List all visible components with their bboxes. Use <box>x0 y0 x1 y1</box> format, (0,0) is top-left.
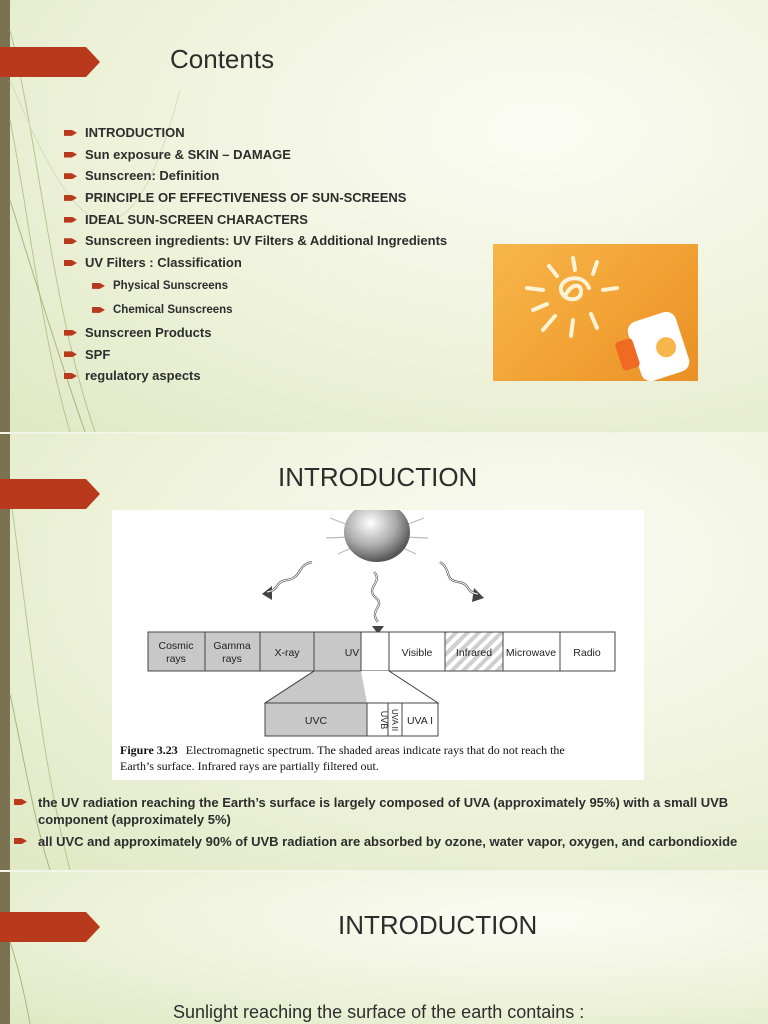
arrow-bullet-icon <box>64 129 77 136</box>
uv-sub-uvc: UVC <box>305 715 328 727</box>
figure-caption-label: Figure 3.23 <box>120 743 178 757</box>
decorative-curves <box>9 29 181 432</box>
slide-left-bar <box>0 872 10 1024</box>
intro-bullets: the UV radiation reaching the Earth’s su… <box>14 794 754 855</box>
list-item-text: Sunscreen: Definition <box>85 168 220 184</box>
list-item-text: Physical Sunscreens <box>113 279 229 292</box>
arrow-bullet-icon <box>64 173 77 180</box>
list-item-text: all UVC and approximately 90% of UVB rad… <box>38 834 738 849</box>
slide-title: INTRODUCTION <box>278 462 478 492</box>
sunscreen-photo <box>493 244 698 381</box>
list-item-text: PRINCIPLE OF EFFECTIVENESS OF SUN-SCREEN… <box>85 190 407 206</box>
decorative-curves <box>9 493 71 870</box>
band-label-xray: X-ray <box>274 647 300 659</box>
list-item-text: Chemical Sunscreens <box>113 303 233 316</box>
list-item: Sunscreen: Definition <box>64 165 447 187</box>
slide-title-arrow <box>0 912 100 942</box>
band-label-cosmic: Cosmic <box>158 640 193 652</box>
list-subitem: Physical Sunscreens <box>92 274 447 298</box>
arrow-bullet-icon <box>92 282 105 289</box>
list-item-text: UV Filters : Classification <box>85 255 242 271</box>
list-item: all UVC and approximately 90% of UVB rad… <box>14 833 754 850</box>
spectrum-diagram: Cosmic rays Gamma rays X-ray UV Visible … <box>120 502 616 773</box>
list-item: IDEAL SUN-SCREEN CHARACTERS <box>64 209 447 231</box>
slide-contents: Contents INTRODUCTION Sun exposure & SKI… <box>0 0 768 432</box>
arrow-bullet-icon <box>64 329 77 336</box>
list-subitem: Chemical Sunscreens <box>92 298 447 322</box>
list-item-text: SPF <box>85 346 111 362</box>
figure-caption-line1: Electromagnetic spectrum. The shaded are… <box>186 743 565 757</box>
slide-introduction-2: INTRODUCTION Sunlight reaching the surfa… <box>0 872 768 1024</box>
list-item: the UV radiation reaching the Earth’s su… <box>14 794 754 828</box>
decorative-curves <box>9 941 31 1024</box>
arrow-bullet-icon <box>64 238 77 245</box>
list-item: SPF <box>64 344 447 366</box>
band-label-visible: Visible <box>402 647 433 659</box>
list-item: Sunscreen Products <box>64 322 447 344</box>
list-item-text: Sunscreen ingredients: UV Filters & Addi… <box>85 233 448 249</box>
arrow-bullet-icon <box>14 799 27 805</box>
arrow-bullet-icon <box>64 373 77 380</box>
band-label-radio: Radio <box>573 647 601 659</box>
band-label-microwave: Microwave <box>506 647 556 659</box>
list-item: INTRODUCTION <box>64 122 447 144</box>
figure-caption-line2: Earth’s surface. Infrared rays are parti… <box>120 759 379 773</box>
list-item: Sun exposure & SKIN – DAMAGE <box>64 144 447 166</box>
slide-title: INTRODUCTION <box>338 910 538 940</box>
arrow-bullet-icon <box>64 351 77 358</box>
band-label-cosmic-2: rays <box>166 653 186 665</box>
arrow-bullet-icon <box>64 216 77 223</box>
list-item-text: the UV radiation reaching the Earth’s su… <box>38 795 729 827</box>
slide-left-bar <box>0 0 10 432</box>
band-label-gamma-2: rays <box>222 653 242 665</box>
contents-list: INTRODUCTION Sun exposure & SKIN – DAMAG… <box>64 122 447 387</box>
list-item-text: Sun exposure & SKIN – DAMAGE <box>85 146 291 162</box>
arrow-bullet-icon <box>64 194 77 201</box>
band-label-gamma: Gamma <box>213 640 251 652</box>
slide-title: Contents <box>170 44 275 74</box>
list-item: PRINCIPLE OF EFFECTIVENESS OF SUN-SCREEN… <box>64 187 447 209</box>
arrow-bullet-icon <box>64 151 77 158</box>
list-item-text: regulatory aspects <box>85 368 201 384</box>
slide-title-arrow <box>0 479 100 509</box>
list-item: Sunscreen ingredients: UV Filters & Addi… <box>64 230 447 252</box>
list-item: regulatory aspects <box>64 365 447 387</box>
list-item-text: Sunscreen Products <box>85 324 212 340</box>
sun-doodle-icon <box>525 256 690 381</box>
list-item: UV Filters : Classification <box>64 252 447 274</box>
band-label-uv: UV <box>345 647 360 659</box>
slide-left-bar <box>0 434 10 870</box>
slide-introduction: INTRODUCTION <box>0 434 768 870</box>
uv-sub-uvb: UVB <box>379 711 389 730</box>
list-item-text: INTRODUCTION <box>85 125 185 140</box>
band-label-infrared: Infrared <box>456 647 492 659</box>
arrow-bullet-icon <box>92 306 105 313</box>
sun-icon <box>325 502 429 562</box>
list-item-text: IDEAL SUN-SCREEN CHARACTERS <box>85 211 308 227</box>
uv-sub-uva2: UVA II <box>390 709 399 731</box>
em-spectrum-figure: Cosmic rays Gamma rays X-ray UV Visible … <box>112 502 644 780</box>
arrow-bullet-icon <box>14 838 27 844</box>
arrow-bullet-icon <box>64 259 77 266</box>
uv-sub-uva1: UVA I <box>407 715 433 727</box>
slide-title-arrow <box>0 47 100 77</box>
slide-body-text: Sunlight reaching the surface of the ear… <box>173 1002 585 1022</box>
